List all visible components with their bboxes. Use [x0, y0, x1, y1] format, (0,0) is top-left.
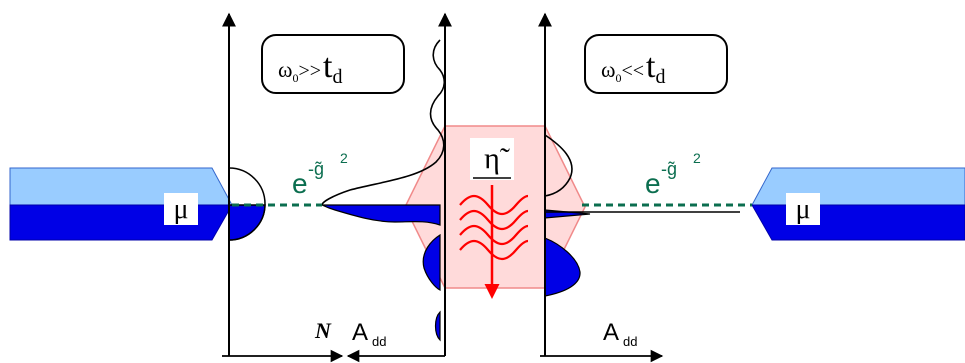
svg-text:A: A [352, 319, 368, 346]
regime-box-right: ω0<<td [584, 34, 728, 94]
coupling-label-left: e -g̃ 2 [292, 150, 348, 199]
svg-text:e: e [292, 168, 308, 199]
right-lead-dark [751, 204, 965, 241]
svg-text:2: 2 [693, 150, 701, 166]
right-lead-label-box [786, 193, 820, 225]
right-lead-label: μ [795, 194, 810, 225]
center-symbol: η̃ [470, 138, 514, 180]
svg-text:ω0<<td: ω0<<td [601, 48, 666, 88]
n-label: N [314, 318, 332, 343]
coupling-label-right: e -g̃ 2 [645, 150, 701, 199]
svg-text:dd: dd [372, 334, 386, 349]
left-lead-light [9, 167, 233, 206]
svg-text:A: A [603, 319, 619, 346]
left-lead: μ [9, 167, 233, 241]
left-lead-label: μ [173, 194, 188, 225]
left-lead-label-box [164, 193, 198, 225]
svg-text:ω0>>td: ω0>>td [278, 48, 343, 88]
svg-text:e: e [645, 168, 661, 199]
svg-text:-g̃: -g̃ [308, 159, 324, 179]
right-distribution-outline [544, 134, 740, 213]
regime-box-left: ω0>>td [261, 34, 405, 94]
right-distribution-filled [544, 209, 591, 297]
svg-text:2: 2 [340, 150, 348, 166]
left-distribution-filled [321, 204, 441, 342]
left-lead-dark [9, 204, 233, 241]
svg-text:dd: dd [623, 334, 637, 349]
a-right-label: A dd [603, 319, 637, 349]
red-wave-lines [459, 194, 529, 261]
right-lead: μ [751, 167, 965, 241]
svg-text:-g̃: -g̃ [661, 159, 677, 179]
left-distribution-outline [321, 39, 446, 206]
left-half-disk [228, 167, 266, 241]
right-lead-light [751, 167, 965, 206]
a-left-label: A dd [352, 319, 386, 349]
